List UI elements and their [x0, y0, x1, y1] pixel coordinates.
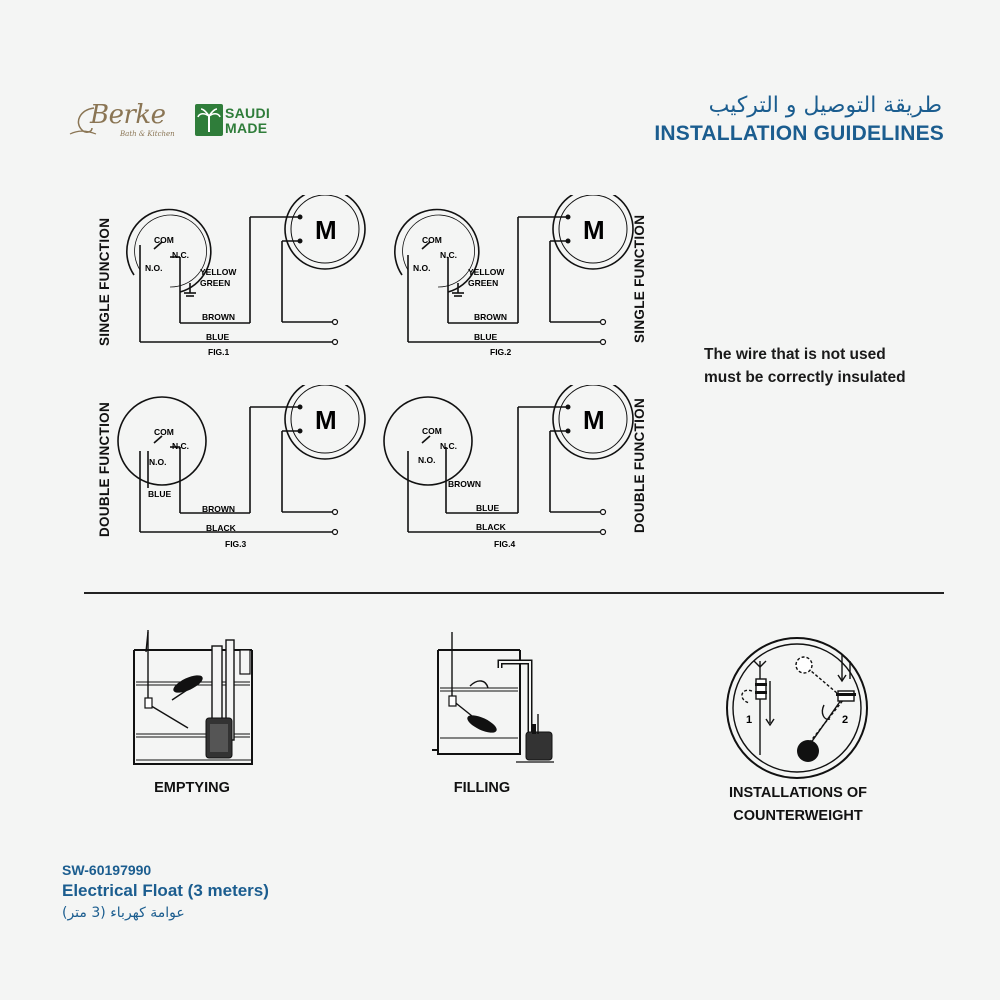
green-label: GREEN — [468, 278, 498, 288]
wire-top-label: BROWN — [202, 504, 235, 514]
motor-label: M — [583, 405, 605, 435]
figure-caption: FIG.3 — [225, 539, 247, 549]
motor-label: M — [583, 215, 605, 245]
nc-label: N.C. — [440, 441, 457, 451]
com-label: COM — [154, 235, 174, 245]
green-label: GREEN — [200, 278, 230, 288]
inner-wire-label: BLUE — [148, 489, 171, 499]
wire-bottom-label: BLUE — [206, 332, 229, 342]
note-line2: must be correctly insulated — [704, 369, 906, 386]
figure-caption: FIG.2 — [490, 347, 512, 357]
no-label: N.O. — [418, 455, 435, 465]
wire-top-label: BROWN — [474, 312, 507, 322]
com-label: COM — [422, 235, 442, 245]
wire-bottom-label: BLACK — [476, 522, 507, 532]
wire-bottom-label: BLUE — [474, 332, 497, 342]
com-label: COM — [154, 427, 174, 437]
brand-tagline: Bath & Kitchen — [120, 130, 175, 138]
filling-caption: FILLING — [453, 780, 511, 796]
saudi-made-line2: MADE — [225, 120, 268, 136]
palm-tree-icon — [195, 104, 223, 136]
com-label: COM — [422, 426, 442, 436]
nc-label: N.C. — [440, 250, 457, 260]
counterweight-illustration: 1 2 — [726, 637, 868, 779]
wiring-diagram-fig1: COM N.O. N.C. YELLOW GREEN BROWN BLUE FI… — [126, 195, 366, 357]
motor-label: M — [315, 215, 337, 245]
counterweight-caption-line2: COUNTERWEIGHT — [733, 808, 863, 824]
motor-label: M — [315, 405, 337, 435]
wiring-diagram-fig2: COM N.O. N.C. YELLOW GREEN BROWN BLUE FI… — [394, 195, 634, 357]
wiring-diagram-fig4: COM N.O. N.C. BROWN BLUE BLACK FIG.4 M — [383, 385, 634, 549]
product-name: Electrical Float (3 meters) — [62, 881, 269, 900]
counterweight-step-1: 1 — [746, 714, 752, 726]
no-label: N.O. — [149, 457, 166, 467]
insulation-note: The wire that is not used must be correc… — [704, 343, 964, 389]
no-label: N.O. — [145, 263, 162, 273]
brand-name: Berke — [90, 100, 166, 130]
wire-top-label: BLUE — [476, 503, 499, 513]
page-title-arabic: طريقة التوصيل و التركيب — [708, 93, 942, 118]
filling-illustration — [432, 632, 554, 763]
wire-top-label: BROWN — [202, 312, 235, 322]
wire-bottom-label: BLACK — [206, 523, 237, 533]
no-label: N.O. — [413, 263, 430, 273]
inner-wire-label: BROWN — [448, 479, 481, 489]
page-title: INSTALLATION GUIDELINES — [654, 122, 944, 145]
nc-label: N.C. — [172, 441, 189, 451]
note-line1: The wire that is not used — [704, 346, 886, 363]
emptying-caption: EMPTYING — [154, 780, 230, 796]
figure-caption: FIG.4 — [494, 539, 516, 549]
saudi-made-logo: SAUDI MADE — [195, 104, 291, 140]
counterweight-step-2: 2 — [842, 714, 848, 726]
nc-label: N.C. — [172, 250, 189, 260]
yellow-label: YELLOW — [200, 267, 237, 277]
section-divider — [84, 592, 944, 594]
counterweight-caption-line1: INSTALLATIONS OF — [728, 785, 867, 801]
berke-logo: Berke Bath & Kitchen — [68, 100, 180, 144]
yellow-label: YELLOW — [468, 267, 505, 277]
emptying-illustration — [133, 630, 253, 765]
product-sku: SW-60197990 — [62, 862, 152, 878]
product-name-arabic: عوامة كهرباء (3 متر) — [62, 905, 185, 921]
berke-swirl-icon — [69, 107, 97, 135]
wiring-diagram-fig3: COM N.O. N.C. BLUE BROWN BLACK FIG.3 M — [117, 385, 366, 549]
saudi-made-line1: SAUDI — [225, 105, 271, 121]
counterweight-caption: INSTALLATIONS OF COUNTERWEIGHT — [698, 782, 898, 828]
figure-caption: FIG.1 — [208, 347, 230, 357]
